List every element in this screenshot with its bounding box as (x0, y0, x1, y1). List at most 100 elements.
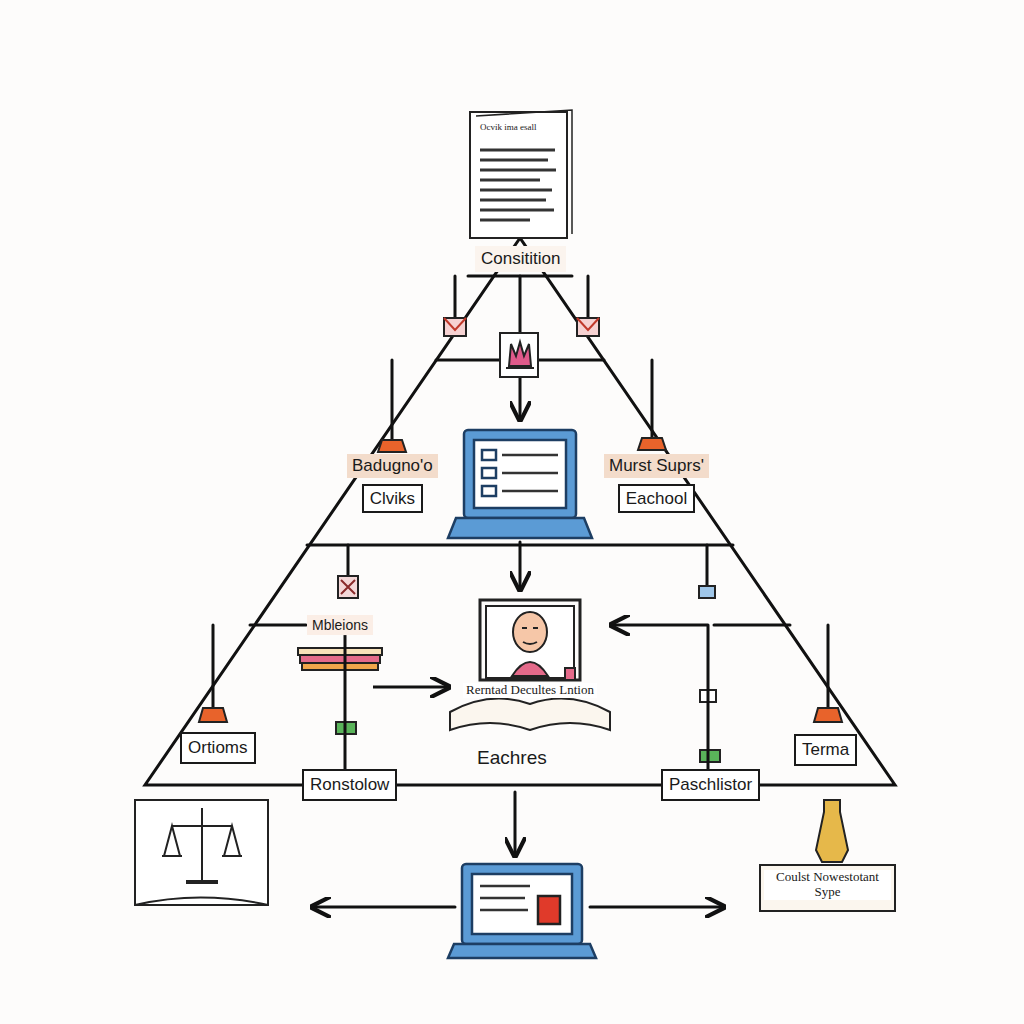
illustration-part (500, 333, 538, 377)
node-text: Murst Suprs' (604, 454, 709, 478)
node-text: Badugno'o (347, 454, 438, 478)
illustration-part (480, 169, 556, 172)
illustration-part (454, 276, 457, 318)
illustration-part (480, 199, 546, 202)
illustration-part (250, 624, 306, 627)
illustration-part (519, 378, 522, 420)
node-text: Mbleions (312, 617, 368, 633)
node-text: Paschlistor (669, 775, 752, 795)
caption-card: Coulst Nowestotant Sype (764, 870, 891, 900)
illustration-part (199, 708, 227, 722)
illustration-part (512, 662, 548, 676)
node-text: Terma (802, 740, 849, 760)
illustration-part (347, 545, 350, 576)
document (470, 110, 572, 238)
illustration-part (472, 874, 572, 934)
node-text: Rerntad Decultes Lntion (463, 683, 597, 698)
illustration-part (341, 580, 355, 594)
illustration-part (651, 360, 654, 438)
illustration-part (486, 606, 574, 678)
node-text: Clviks (362, 484, 423, 514)
illustration-part (827, 625, 830, 708)
small-icons (298, 318, 720, 762)
illustration-part (474, 440, 566, 508)
illustration-part (509, 342, 531, 366)
illustration-part (480, 909, 528, 912)
illustration-part (760, 865, 895, 911)
illustration-part (502, 472, 558, 475)
illustration-part (212, 625, 215, 708)
illustration-part (224, 826, 240, 856)
label-box: Consitition (475, 246, 566, 272)
illustration-part (338, 576, 358, 598)
illustration-part (135, 800, 268, 905)
illustration-part (298, 648, 382, 655)
lamps (199, 438, 842, 722)
connector (344, 635, 347, 769)
illustration-part (480, 897, 525, 900)
illustration-part (476, 110, 572, 234)
label-box: Murst Suprs'Eachool (604, 454, 709, 513)
illustration-part (302, 663, 378, 670)
illustration-part (577, 318, 599, 330)
node-text: Ronstolow (310, 775, 389, 795)
illustration-part (450, 699, 610, 730)
label-box: Terma (794, 734, 857, 766)
node-text: Coulst Nowestotant Sype (764, 870, 891, 900)
label-box: Badugno'oClviks (347, 454, 438, 513)
trophy-card (760, 800, 895, 911)
illustration-part (145, 238, 895, 785)
label-box: Mbleions (307, 615, 373, 635)
label-box: Paschlistor (661, 769, 760, 801)
illustration-part (519, 276, 522, 333)
illustration-part (502, 454, 558, 457)
illustration-part (502, 490, 558, 493)
scale-book (135, 800, 268, 905)
free-label: Ocvik ima esall (480, 122, 536, 132)
illustration-part (480, 149, 555, 152)
illustration-part (462, 864, 582, 944)
illustration-part (587, 276, 590, 318)
illustration-part (391, 360, 394, 440)
label-box: Ortioms (180, 732, 256, 764)
illustration-part (706, 545, 709, 586)
illustration-part (480, 159, 548, 162)
illustration-part (444, 318, 466, 336)
free-label: Eachres (477, 747, 547, 769)
illustration-part (480, 219, 530, 222)
node-text: Consitition (481, 249, 560, 269)
illustration-part (448, 518, 592, 538)
illustration-part (482, 468, 496, 478)
illustration-part (700, 750, 720, 762)
illustration-part (480, 189, 552, 192)
illustration-part (816, 800, 848, 862)
illustration-part (699, 586, 715, 598)
illustration-part (164, 826, 180, 856)
illustration-part (378, 440, 406, 452)
illustration-part (480, 885, 530, 888)
illustration-part (480, 179, 540, 182)
illustration-part (482, 486, 496, 496)
illustration-part (162, 855, 182, 857)
person-card (450, 600, 610, 730)
illustration-part (186, 880, 218, 884)
illustration-part (519, 542, 522, 590)
bottom-laptop (448, 864, 596, 958)
illustration-part (480, 150, 556, 220)
illustration-part (514, 792, 517, 856)
illustration-part (448, 944, 596, 958)
connector (373, 686, 449, 689)
illustration-part (482, 450, 496, 460)
illustration-part (464, 430, 576, 518)
illustration-part (470, 112, 567, 238)
illustration-part (513, 612, 547, 652)
connector (611, 625, 708, 769)
illustration-part (172, 825, 232, 827)
illustration-part (312, 906, 455, 909)
illustration-part (201, 808, 203, 880)
label-box: Ronstolow (302, 769, 397, 801)
caption-card: Rerntad Decultes Lntion (452, 683, 608, 698)
node-text: Ortioms (188, 738, 248, 758)
illustration-part (538, 896, 560, 924)
